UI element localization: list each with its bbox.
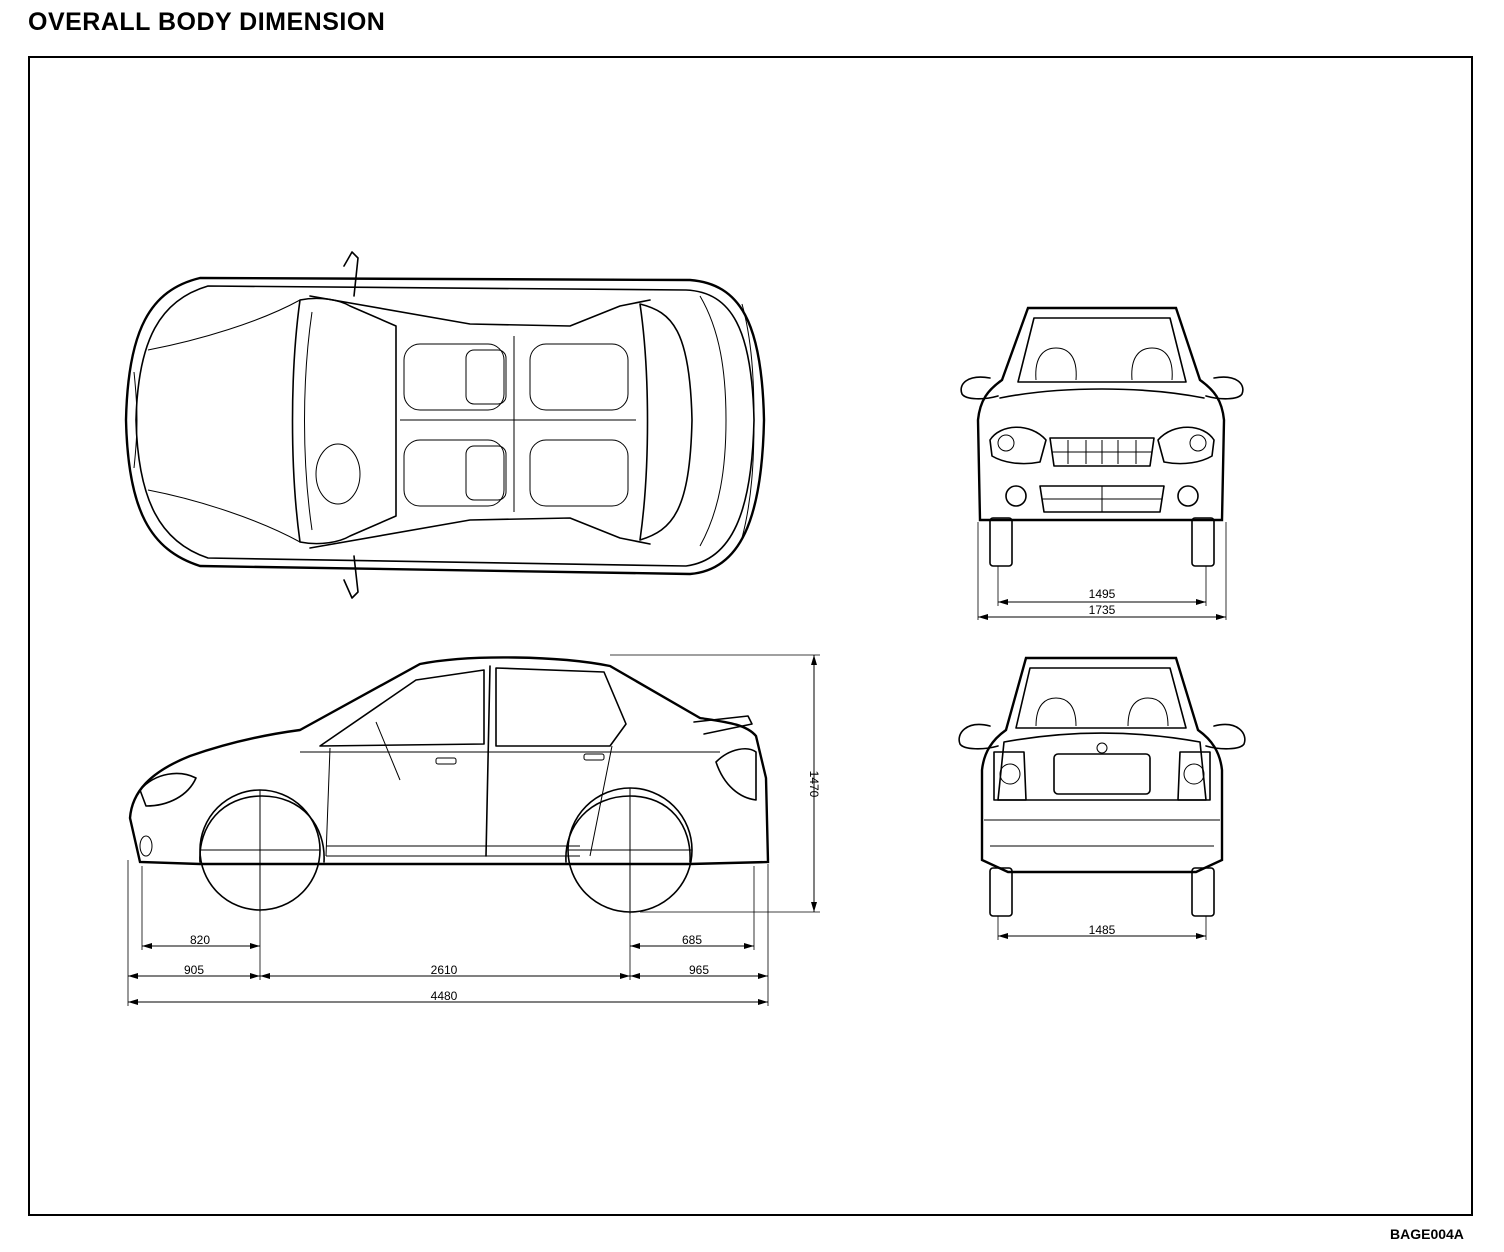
top-view-car [124, 251, 766, 599]
dim-1485: 1485 [1089, 923, 1116, 937]
dim-685: 685 [682, 933, 702, 947]
page-title: OVERALL BODY DIMENSION [28, 8, 386, 36]
dim-1470: 1470 [807, 771, 821, 798]
side-dimension-lines [127, 654, 820, 1006]
dim-4480: 4480 [431, 989, 458, 1003]
drawing-frame [28, 56, 1473, 1216]
dim-1735: 1735 [1089, 603, 1116, 617]
dim-1495: 1495 [1089, 587, 1116, 601]
front-dimension-lines [977, 522, 1227, 620]
side-view-car [128, 656, 770, 914]
dim-905: 905 [184, 963, 204, 977]
dim-2610: 2610 [431, 963, 458, 977]
rear-view-car [958, 656, 1246, 917]
rear-dimension-lines [997, 916, 1207, 940]
figure-code: BAGE004A [1390, 1226, 1464, 1242]
dim-820: 820 [190, 933, 210, 947]
front-view-car [960, 306, 1244, 567]
dim-965: 965 [689, 963, 709, 977]
